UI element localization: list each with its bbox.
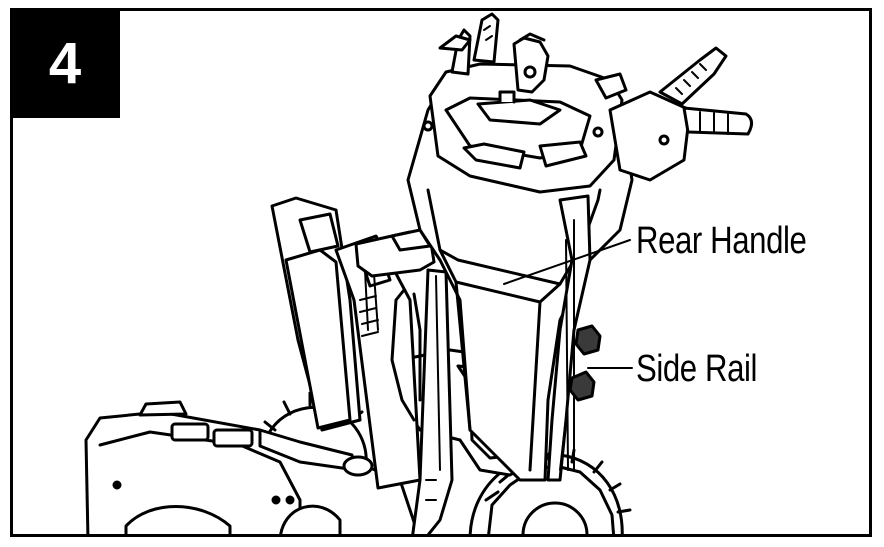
chute-control-column	[354, 228, 454, 534]
side-rail-knobs	[568, 324, 602, 402]
discharge-chute	[270, 196, 422, 490]
callout-leaders	[503, 239, 633, 369]
control-dashboard	[422, 12, 628, 194]
side-rail-label: Side Rail	[636, 348, 758, 390]
step-number-badge: 4	[10, 8, 120, 118]
rear-handle-label: Rear Handle	[636, 220, 807, 262]
auger-housing	[84, 400, 420, 534]
step-number: 4	[48, 30, 82, 96]
right-hand-grip	[608, 46, 753, 182]
